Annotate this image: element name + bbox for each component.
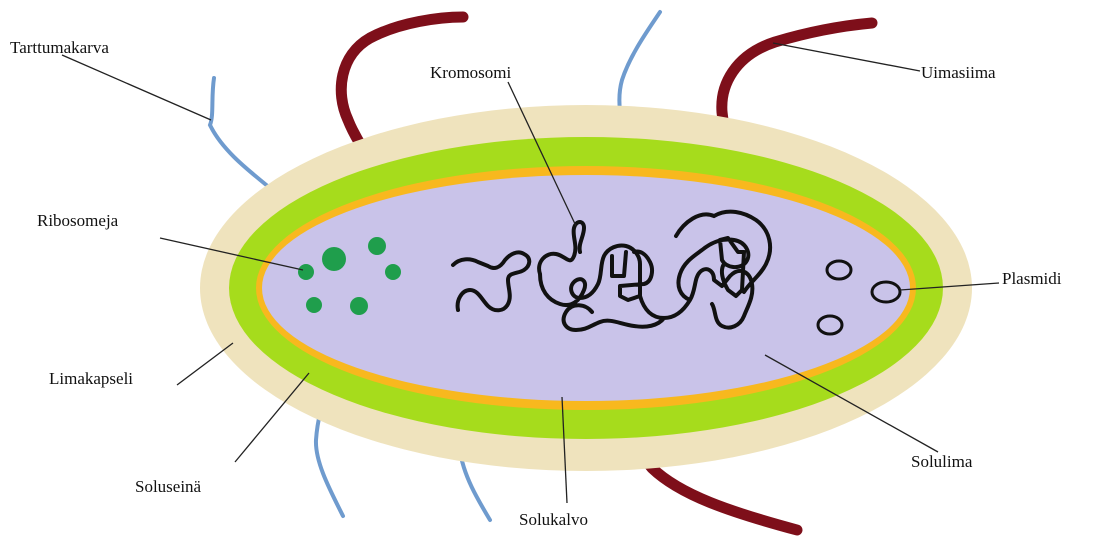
leader-line-tarttumakarva [62,55,211,120]
label-plasmidi: Plasmidi [1002,269,1062,288]
label-tarttumakarva: Tarttumakarva [10,38,109,57]
ribosome [368,237,386,255]
label-limakapseli: Limakapseli [49,369,133,388]
ribosome [350,297,368,315]
label-solulima: Solulima [911,452,973,471]
leader-line-limakapseli [177,343,233,385]
ribosome [298,264,314,280]
label-ribosomeja: Ribosomeja [37,211,119,230]
label-solukalvo: Solukalvo [519,510,588,529]
label-uimasiima: Uimasiima [921,63,996,82]
label-kromosomi: Kromosomi [430,63,512,82]
ribosome [306,297,322,313]
ribosome [385,264,401,280]
label-soluseina: Soluseinä [135,477,202,496]
leader-line-uimasiima [773,43,920,71]
ribosome [322,247,346,271]
